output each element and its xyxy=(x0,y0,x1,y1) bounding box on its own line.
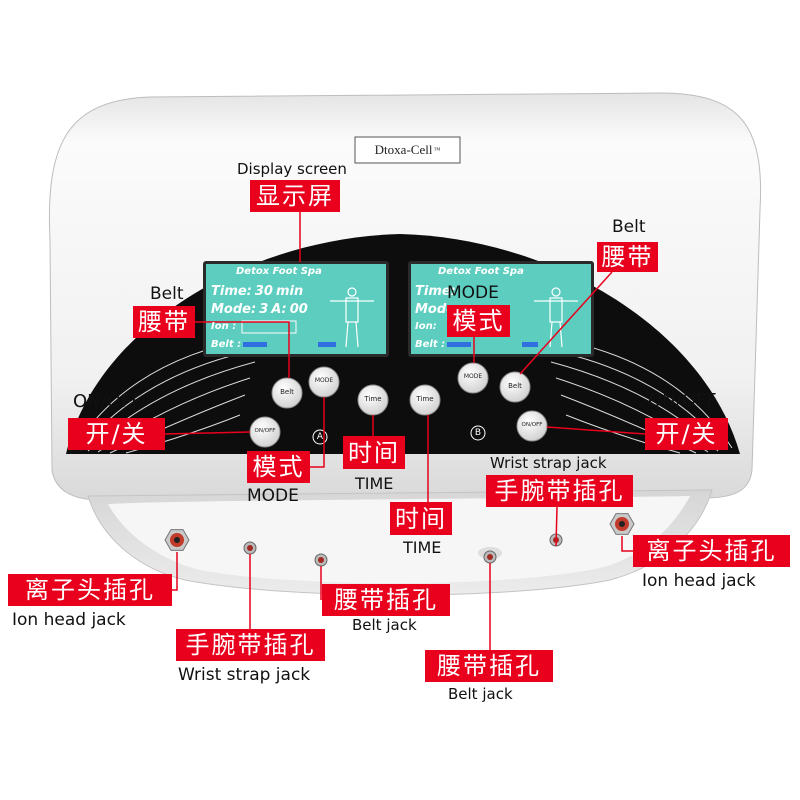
time-left-label: TIME xyxy=(355,474,394,493)
belt-jack-left-label-zh: 腰带插孔 xyxy=(322,584,450,616)
belt-left-label: Belt xyxy=(150,284,184,304)
belt-jack-middle-label-zh: 腰带插孔 xyxy=(425,650,553,682)
lcd-b-ion-label: Ion: xyxy=(415,321,437,332)
belt-button-b-label: Belt xyxy=(508,382,522,390)
lcd-a-channel-label: A: xyxy=(271,302,287,317)
ion-head-jack-left xyxy=(164,529,190,551)
trademark-symbol: ™ xyxy=(433,146,441,154)
display-screen-label-zh: 显示屏 xyxy=(250,180,340,212)
lcd-a-mode-label: Mode: xyxy=(211,302,257,317)
lcd-b-belt-bar xyxy=(447,342,471,347)
lcd-a-title: Detox Foot Spa xyxy=(236,266,322,277)
onoff-right-label-zh: 开/关 xyxy=(645,418,728,450)
belt-right-label: Belt xyxy=(612,217,646,237)
belt-jack-middle-label: Belt jack xyxy=(448,685,513,703)
lcd-a-channel-value: 00 xyxy=(289,302,308,317)
channel-a-marker xyxy=(312,429,328,445)
mode-top-label: MODE xyxy=(447,283,499,303)
belt-button-a-label: Belt xyxy=(280,388,294,396)
leader-belt-right xyxy=(519,271,613,375)
brand-name: Dtoxa-Cell xyxy=(374,142,433,157)
belt-left-label-zh: 腰带 xyxy=(133,306,195,338)
onoff-right-label: ON/OFF xyxy=(648,390,717,411)
mode-button-a-label: MODE xyxy=(314,377,334,384)
lcd-a-ion-label: Ion : xyxy=(211,321,237,332)
time-button-b-label: Time xyxy=(416,395,434,403)
onoff-left-label: ON/OFF xyxy=(73,391,142,412)
lcd-b-body-figure xyxy=(534,287,578,348)
wrist-strap-left-label-zh: 手腕带插孔 xyxy=(176,629,325,661)
leader-ion-left xyxy=(172,552,178,591)
belt-jack-left-label: Belt jack xyxy=(352,616,417,634)
time-button-b xyxy=(409,384,441,416)
time-button-a-label: Time xyxy=(364,395,382,403)
wrist-strap-right-label: Wrist strap jack xyxy=(490,454,607,472)
ion-head-left-label: Ion head jack xyxy=(12,610,126,630)
channel-a-label: A xyxy=(316,432,324,442)
brand-plate xyxy=(354,136,461,164)
lcd-a-time-unit: min xyxy=(275,284,304,299)
lcd-b-time-label: Time: xyxy=(415,284,456,299)
display-screen-label: Display screen xyxy=(237,160,347,178)
wrist-strap-right-label-zh: 手腕带插孔 xyxy=(486,475,633,507)
time-left-label-zh: 时间 xyxy=(343,436,405,469)
ion-head-right-label-zh: 离子头插孔 xyxy=(633,535,790,567)
lcd-a-ion-box xyxy=(241,320,297,334)
belt-jack-right xyxy=(483,550,497,564)
lcd-a-body-figure xyxy=(330,287,374,348)
leader-onoff-right xyxy=(546,426,646,435)
lcd-b-belt-bar-2 xyxy=(522,342,538,347)
lcd-a-screen xyxy=(206,264,386,354)
mode-bottom-label-zh: 模式 xyxy=(247,451,310,483)
belt-jack-left xyxy=(314,553,328,567)
device-tray-inner xyxy=(108,496,690,584)
lcd-b-title: Detox Foot Spa xyxy=(438,266,524,277)
belt-right-label-zh: 腰带 xyxy=(597,242,658,272)
lcd-a-belt-bar xyxy=(243,342,267,347)
channel-b-marker xyxy=(470,425,486,441)
onoff-button-b xyxy=(516,410,548,442)
lcd-a-mode-value: 3 xyxy=(259,302,269,317)
wrist-strap-jack-left xyxy=(243,541,257,555)
ion-head-jack-right xyxy=(609,513,635,535)
onoff-left-label-zh: 开/关 xyxy=(68,418,165,450)
leader-belt-left xyxy=(195,321,290,378)
belt-button-a xyxy=(271,377,303,409)
leader-mode-bottom xyxy=(310,397,325,468)
belt-button-b xyxy=(499,371,531,403)
lcd-b-belt-label: Belt : xyxy=(415,339,446,350)
wrist-strap-left-label: Wrist strap jack xyxy=(178,665,311,685)
onoff-button-b-label: ON/OFF xyxy=(521,422,543,428)
lcd-a-belt-label: Belt : xyxy=(211,339,242,350)
time-middle-label-zh: 时间 xyxy=(390,502,452,535)
leader-wrist-right xyxy=(555,506,558,547)
lcd-a-belt-bar-2 xyxy=(318,342,336,347)
mode-button-b xyxy=(457,362,489,394)
mode-button-b-label: MODE xyxy=(463,373,483,380)
mode-bottom-label: MODE xyxy=(247,486,299,506)
channel-b-label: B xyxy=(474,428,482,438)
leader-ion-right xyxy=(621,536,633,552)
lcd-a-time-value: 30 xyxy=(254,284,273,299)
time-middle-label: TIME xyxy=(403,538,442,557)
onoff-button-a-label: ON/OFF xyxy=(254,428,276,434)
ion-head-right-label: Ion head jack xyxy=(642,571,756,591)
leader-onoff-left xyxy=(164,431,251,435)
lcd-a-time-label: Time: xyxy=(211,284,252,299)
ion-head-left-label-zh: 离子头插孔 xyxy=(8,574,172,606)
lcd-b-mode-label: Mode xyxy=(415,302,455,317)
mode-top-label-zh: 模式 xyxy=(447,305,510,337)
